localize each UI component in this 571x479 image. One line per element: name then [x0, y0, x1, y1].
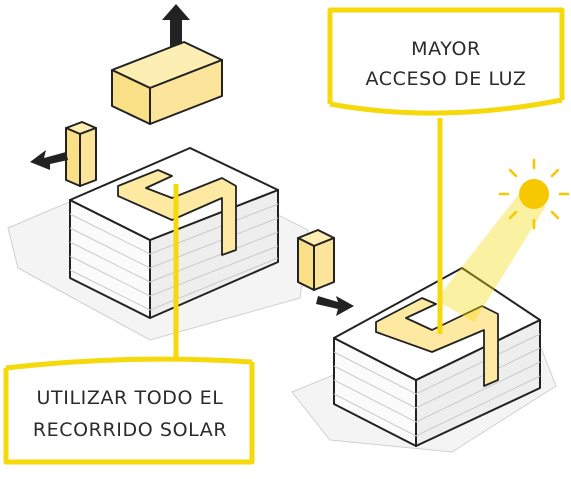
small-tower-middle [297, 229, 335, 291]
callout-bottom-left: UTILIZAR TODO EL RECORRIDO SOLAR [3, 184, 255, 465]
right-building [291, 267, 557, 453]
callout-bottom-left-line1: UTILIZAR TODO EL [37, 387, 224, 409]
arrow-left-icon [30, 150, 68, 170]
left-floor-lines [69, 203, 279, 311]
callout-bottom-left-line2: RECORRIDO SOLAR [33, 419, 227, 441]
sun-beam [436, 190, 546, 322]
right-roof-cut [375, 297, 499, 387]
callout-top-right: MAYOR ACCESO DE LUZ [327, 7, 565, 334]
small-tower-left [65, 121, 97, 187]
callout-top-right-line2: ACCESO DE LUZ [366, 68, 527, 90]
arrow-right-icon [316, 296, 354, 316]
right-block-top [333, 267, 541, 381]
arrow-up-icon [162, 4, 190, 48]
sun-icon [498, 158, 570, 230]
floating-volume-top [111, 41, 223, 125]
left-building [7, 147, 309, 341]
callout-top-right-line1: MAYOR [411, 38, 481, 60]
